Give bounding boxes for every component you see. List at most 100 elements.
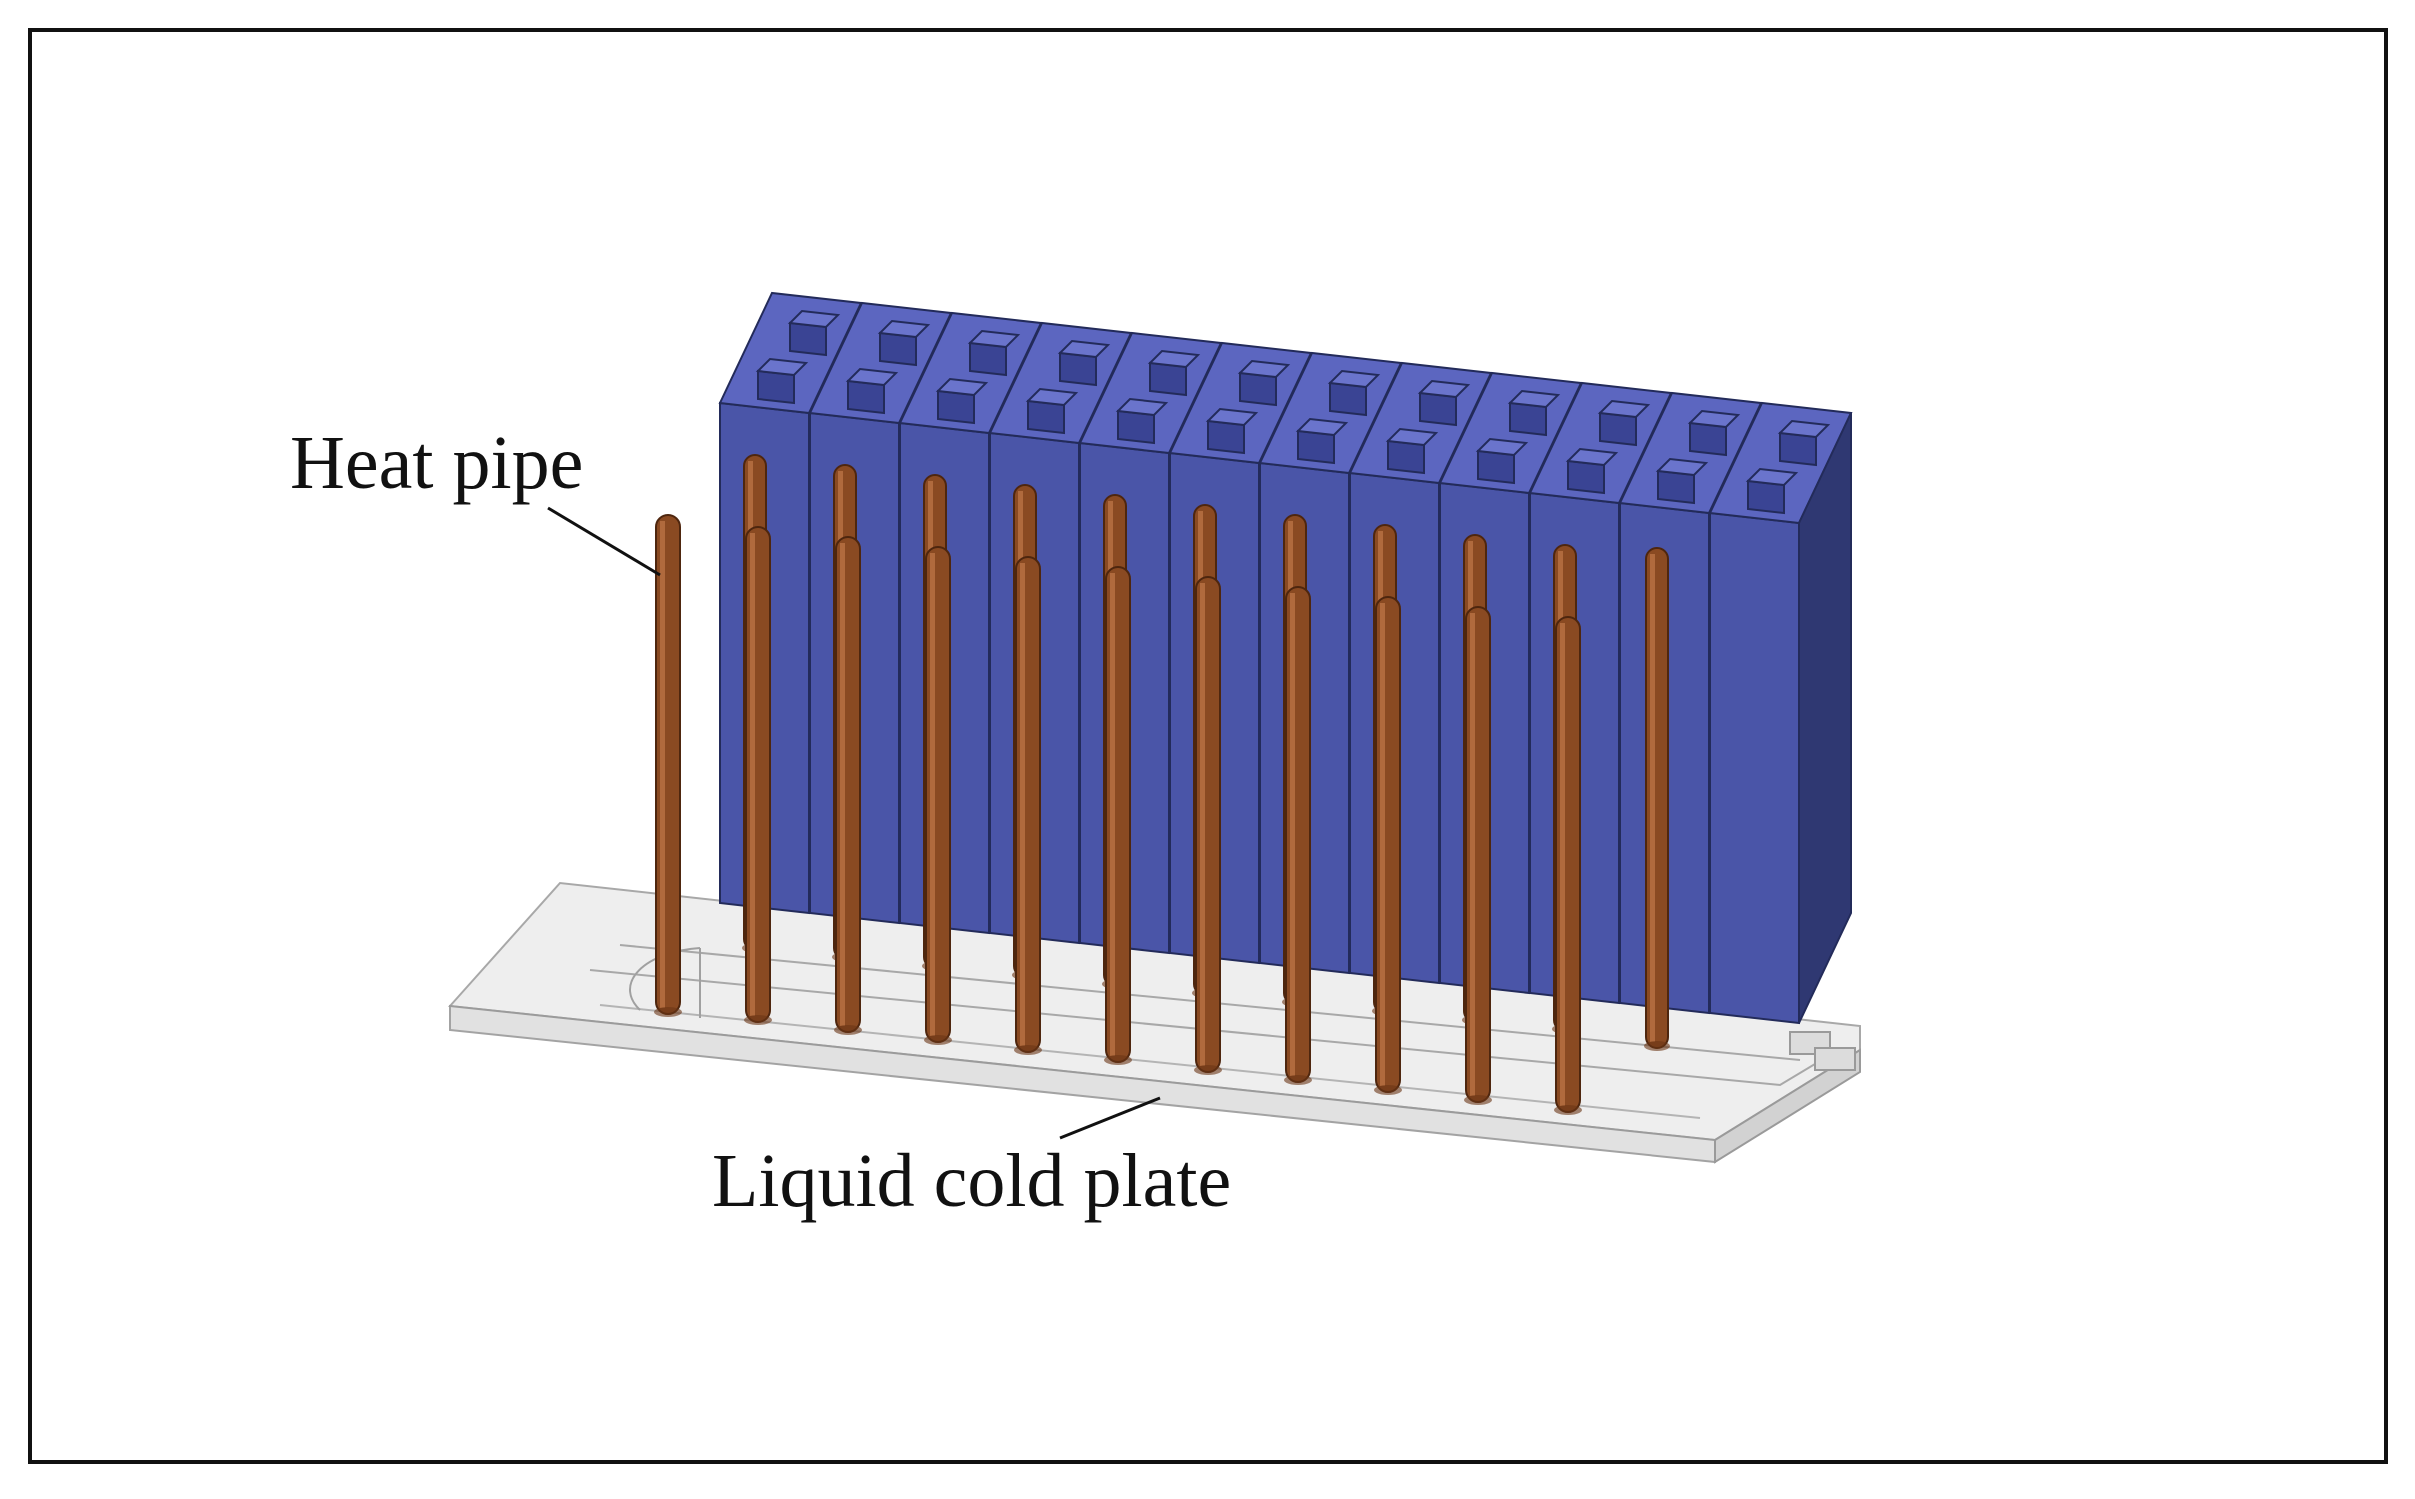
- battery-pack-right-side: [1798, 412, 1852, 1024]
- heat-pipe-label: Heat pipe: [290, 421, 583, 505]
- heat-pipe-body: [1375, 596, 1401, 1093]
- cell-terminal-top: [845, 367, 899, 387]
- cell-terminal: [1297, 429, 1335, 465]
- heat-pipes: [654, 454, 1670, 1115]
- cell-terminal-top: [877, 319, 931, 339]
- heat-pipe-base: [1284, 1075, 1312, 1085]
- heat-pipe-base: [1374, 1085, 1402, 1095]
- cell-terminal-top: [1475, 437, 1529, 457]
- cell-terminal: [1599, 411, 1637, 447]
- cell-terminal-top: [755, 357, 809, 377]
- cell-terminal: [1477, 449, 1515, 485]
- heat-pipe-highlight: [660, 521, 665, 1008]
- heat-pipe-base: [1554, 1105, 1582, 1115]
- cell-terminal: [1657, 469, 1695, 505]
- cell-terminal: [1387, 439, 1425, 475]
- heat-pipe-highlight: [840, 543, 845, 1026]
- cell-terminal: [1117, 409, 1155, 445]
- cell-terminal-top: [1507, 389, 1561, 409]
- cell-terminal-top: [787, 309, 841, 329]
- heat-pipe-body: [925, 546, 951, 1043]
- cell-terminal-top: [1327, 369, 1381, 389]
- heat-pipe-front: [834, 536, 862, 1035]
- heat-pipe-front: [1194, 576, 1222, 1075]
- heat-pipe-standalone: [654, 514, 682, 1017]
- heat-pipe-body: [655, 514, 681, 1015]
- cell-terminal-top: [1687, 409, 1741, 429]
- heat-pipe-base: [1644, 1041, 1670, 1051]
- heat-pipe-base: [1464, 1095, 1492, 1105]
- heat-pipe-base: [1014, 1045, 1042, 1055]
- cell-terminal: [1567, 459, 1605, 495]
- cell-terminal: [1779, 431, 1817, 467]
- heat-pipe-back: [1644, 547, 1670, 1051]
- heat-pipe-highlight: [1470, 613, 1475, 1096]
- heat-pipe-body: [1555, 616, 1581, 1113]
- cell-terminal-top: [1025, 387, 1079, 407]
- cell-terminal: [1207, 419, 1245, 455]
- cell-terminal: [847, 379, 885, 415]
- cell-terminal-top: [1147, 349, 1201, 369]
- heat-pipe-front: [1554, 616, 1582, 1115]
- cell-terminal: [1509, 401, 1547, 437]
- cold-plate-channel-line: [589, 969, 1831, 1087]
- battery-cell-front: [1709, 511, 1800, 1025]
- cell-terminal: [1329, 381, 1367, 417]
- heat-pipe-body: [1465, 606, 1491, 1103]
- cell-terminal: [1747, 479, 1785, 515]
- battery-cell: [1708, 401, 1853, 1025]
- cold-plate-end-face: [1714, 1048, 1861, 1164]
- cell-terminal: [969, 341, 1007, 377]
- heat-pipe-body: [745, 526, 771, 1023]
- cell-terminal-top: [1295, 417, 1349, 437]
- heat-pipe-highlight: [750, 533, 755, 1016]
- cell-terminal-top: [1597, 399, 1651, 419]
- cell-terminal-top: [1565, 447, 1619, 467]
- cell-terminal-top: [1745, 467, 1799, 487]
- cell-terminal: [1239, 371, 1277, 407]
- cell-terminal-top: [935, 377, 989, 397]
- heat-pipe-front: [744, 526, 772, 1025]
- liquid-cold-plate-label: Liquid cold plate: [712, 1139, 1231, 1223]
- cell-terminal-top: [1057, 339, 1111, 359]
- heat-pipe-front: [924, 546, 952, 1045]
- heat-pipe-leader-line: [547, 506, 661, 577]
- heat-pipe-base: [924, 1035, 952, 1045]
- heat-pipe-highlight: [930, 553, 935, 1036]
- cell-terminal-top: [967, 329, 1021, 349]
- heat-pipe-body: [1015, 556, 1041, 1053]
- battery-cells: [718, 291, 1853, 1025]
- cell-terminal-top: [1205, 407, 1259, 427]
- cell-terminal-top: [1777, 419, 1831, 439]
- heat-pipe-highlight: [1290, 593, 1295, 1076]
- heat-pipe-base: [1194, 1065, 1222, 1075]
- cold-plate-channel-line: [599, 1004, 1701, 1119]
- cell-terminal-top: [1385, 427, 1439, 447]
- heat-pipe-highlight: [1650, 554, 1655, 1042]
- heat-pipe-highlight: [1110, 573, 1115, 1056]
- heat-pipe-front: [1464, 606, 1492, 1105]
- battery-cell: [1348, 361, 1493, 985]
- heat-pipe-base: [834, 1025, 862, 1035]
- heat-pipe-base: [744, 1015, 772, 1025]
- heat-pipe-front: [1014, 556, 1042, 1055]
- heat-pipe-front: [1284, 586, 1312, 1085]
- cell-terminal: [1419, 391, 1457, 427]
- heat-pipe-highlight: [1560, 623, 1565, 1106]
- heat-pipe-body: [1105, 566, 1131, 1063]
- heat-pipe-body: [1195, 576, 1221, 1073]
- heat-pipe-body: [835, 536, 861, 1033]
- heat-pipe-base: [654, 1007, 682, 1017]
- heat-pipe-front: [1374, 596, 1402, 1095]
- cell-terminal-top: [1237, 359, 1291, 379]
- heat-pipe-body: [1645, 547, 1669, 1049]
- cell-terminal: [1689, 421, 1727, 457]
- cell-terminal-top: [1115, 397, 1169, 417]
- heat-pipe-highlight: [1380, 603, 1385, 1086]
- heat-pipe-front: [1104, 566, 1132, 1065]
- cell-terminal: [789, 321, 827, 357]
- heat-pipe-body: [1285, 586, 1311, 1083]
- heat-pipe-highlight: [1020, 563, 1025, 1046]
- liquid-cold-plate-leader-line: [1059, 1096, 1161, 1140]
- liquid-cold-plate: [447, 881, 1861, 1164]
